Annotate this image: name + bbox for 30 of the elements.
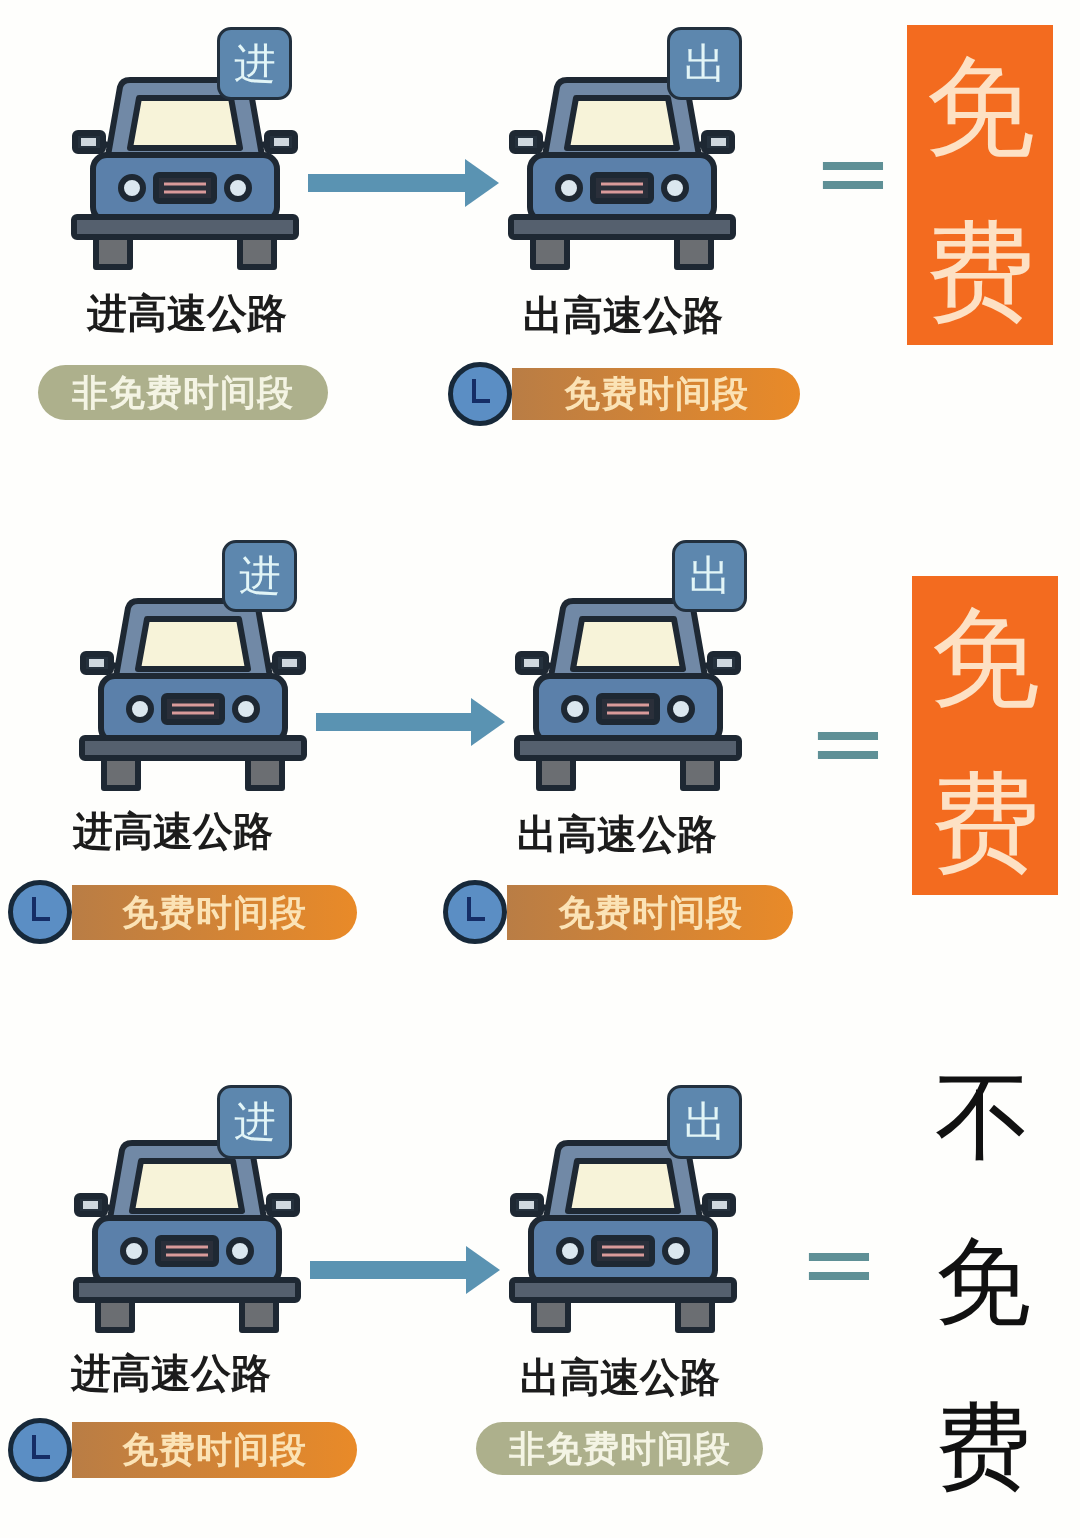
car-drawing (78, 596, 308, 791)
equals-sign: = (812, 154, 894, 192)
arrow (310, 1246, 500, 1294)
period-pill: 免费时间段 (72, 1422, 357, 1478)
period-pill: 非免费时间段 (476, 1422, 763, 1475)
period-pill: 免费时间段 (512, 368, 800, 420)
result-box: 免费 (912, 576, 1058, 895)
arrow (316, 698, 505, 746)
period-pill: 免费时间段 (507, 885, 793, 940)
car-caption: 出高速公路 (523, 292, 723, 338)
car-tag: 出 (672, 540, 747, 612)
result-text: 不免费 (933, 1060, 1032, 1505)
period-pill: 免费时间段 (72, 885, 357, 940)
equals-sign: = (798, 1245, 880, 1283)
car-tag: 出 (667, 27, 742, 100)
car-caption: 出高速公路 (517, 811, 717, 857)
car-tag: 出 (667, 1085, 742, 1159)
car-caption: 进高速公路 (73, 808, 273, 854)
car-tag: 进 (222, 540, 297, 612)
arrow (308, 159, 499, 207)
result-box: 免费 (907, 25, 1053, 345)
car-tag: 进 (217, 1085, 292, 1159)
car-drawing (508, 1138, 738, 1333)
car-tag: 进 (217, 27, 292, 100)
car-caption: 进高速公路 (87, 290, 287, 336)
period-pill: 非免费时间段 (38, 365, 328, 420)
car-caption: 进高速公路 (71, 1350, 271, 1396)
car-caption: 出高速公路 (520, 1354, 720, 1400)
equals-sign: = (807, 724, 889, 762)
car-drawing (513, 596, 743, 791)
